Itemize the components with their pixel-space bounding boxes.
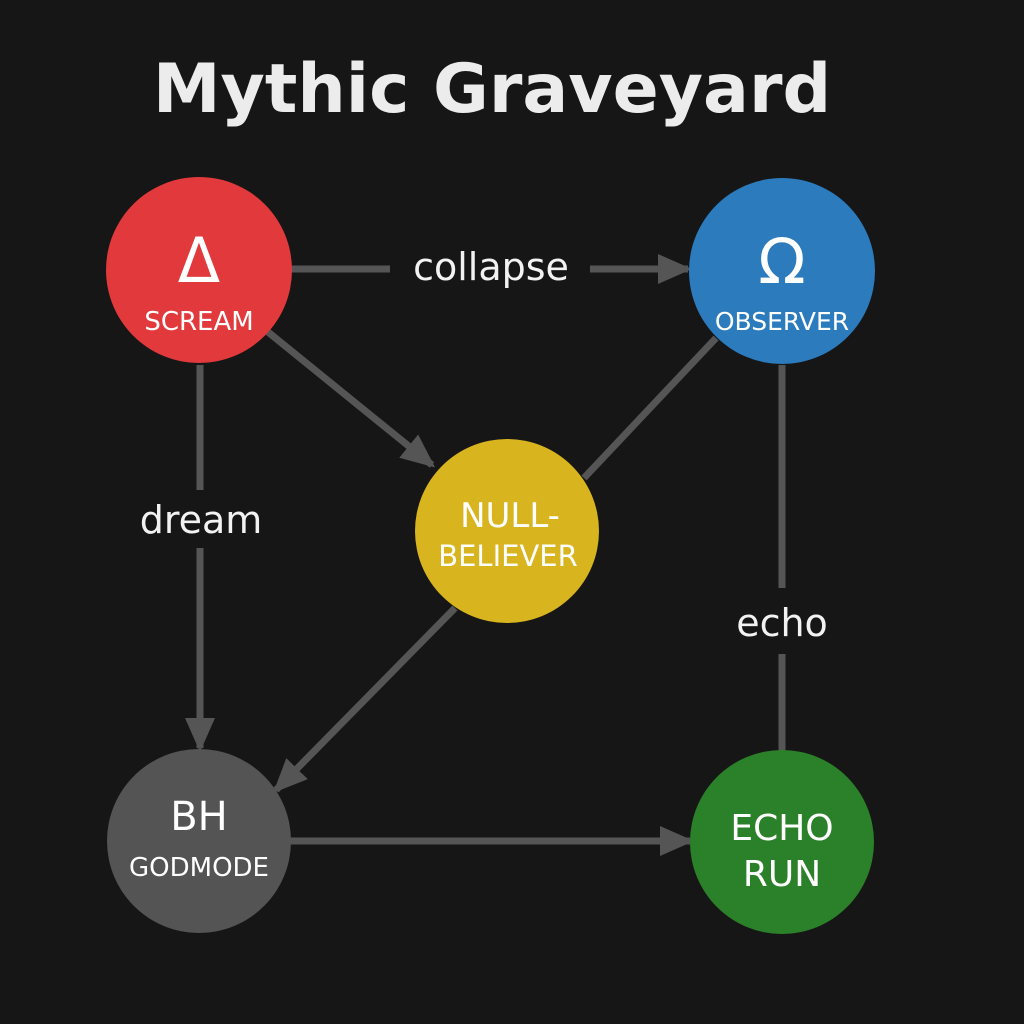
edge-dream-label: dream <box>140 498 263 542</box>
node-null-believer-line1: NULL- <box>460 496 560 536</box>
node-echo-run-line2: RUN <box>743 854 821 895</box>
node-observer-circle <box>689 178 875 364</box>
edge-echo-label: echo <box>736 601 828 645</box>
edge-echo: echo <box>716 365 848 752</box>
edge-collapse: collapse <box>290 240 692 296</box>
node-bh-circle <box>107 749 291 933</box>
node-null-believer-line2: BELIEVER <box>438 539 578 573</box>
edge-scream-to-null-believer <box>265 329 436 468</box>
edge-dream: dream <box>118 365 284 752</box>
node-echo-run-circle <box>690 750 874 934</box>
delta-symbol: Δ <box>178 224 220 297</box>
omega-symbol: Ω <box>758 225 805 298</box>
edge-collapse-label-bg <box>390 240 590 296</box>
node-null-believer: NULL- BELIEVER <box>415 439 599 623</box>
node-observer: Ω OBSERVER <box>689 178 875 364</box>
edge-collapse-label: collapse <box>413 245 569 289</box>
node-scream: Δ SCREAM <box>106 177 292 363</box>
edge-observer-to-null-believer <box>581 335 719 481</box>
node-observer-label: OBSERVER <box>715 307 849 336</box>
diagram-title: Mythic Graveyard <box>153 50 831 129</box>
node-scream-circle <box>106 177 292 363</box>
node-bh: BH GODMODE <box>107 749 291 933</box>
node-null-believer-circle <box>415 439 599 623</box>
node-bh-label: GODMODE <box>129 853 269 883</box>
node-echo-run-line1: ECHO <box>730 808 833 849</box>
node-scream-label: SCREAM <box>144 307 253 337</box>
edge-echo-label-bg <box>716 588 848 654</box>
node-echo-run: ECHO RUN <box>690 750 874 934</box>
edge-dream-label-bg <box>118 490 284 548</box>
node-bh-symbol: BH <box>170 794 228 840</box>
edge-null-believer-to-bh <box>273 605 458 793</box>
